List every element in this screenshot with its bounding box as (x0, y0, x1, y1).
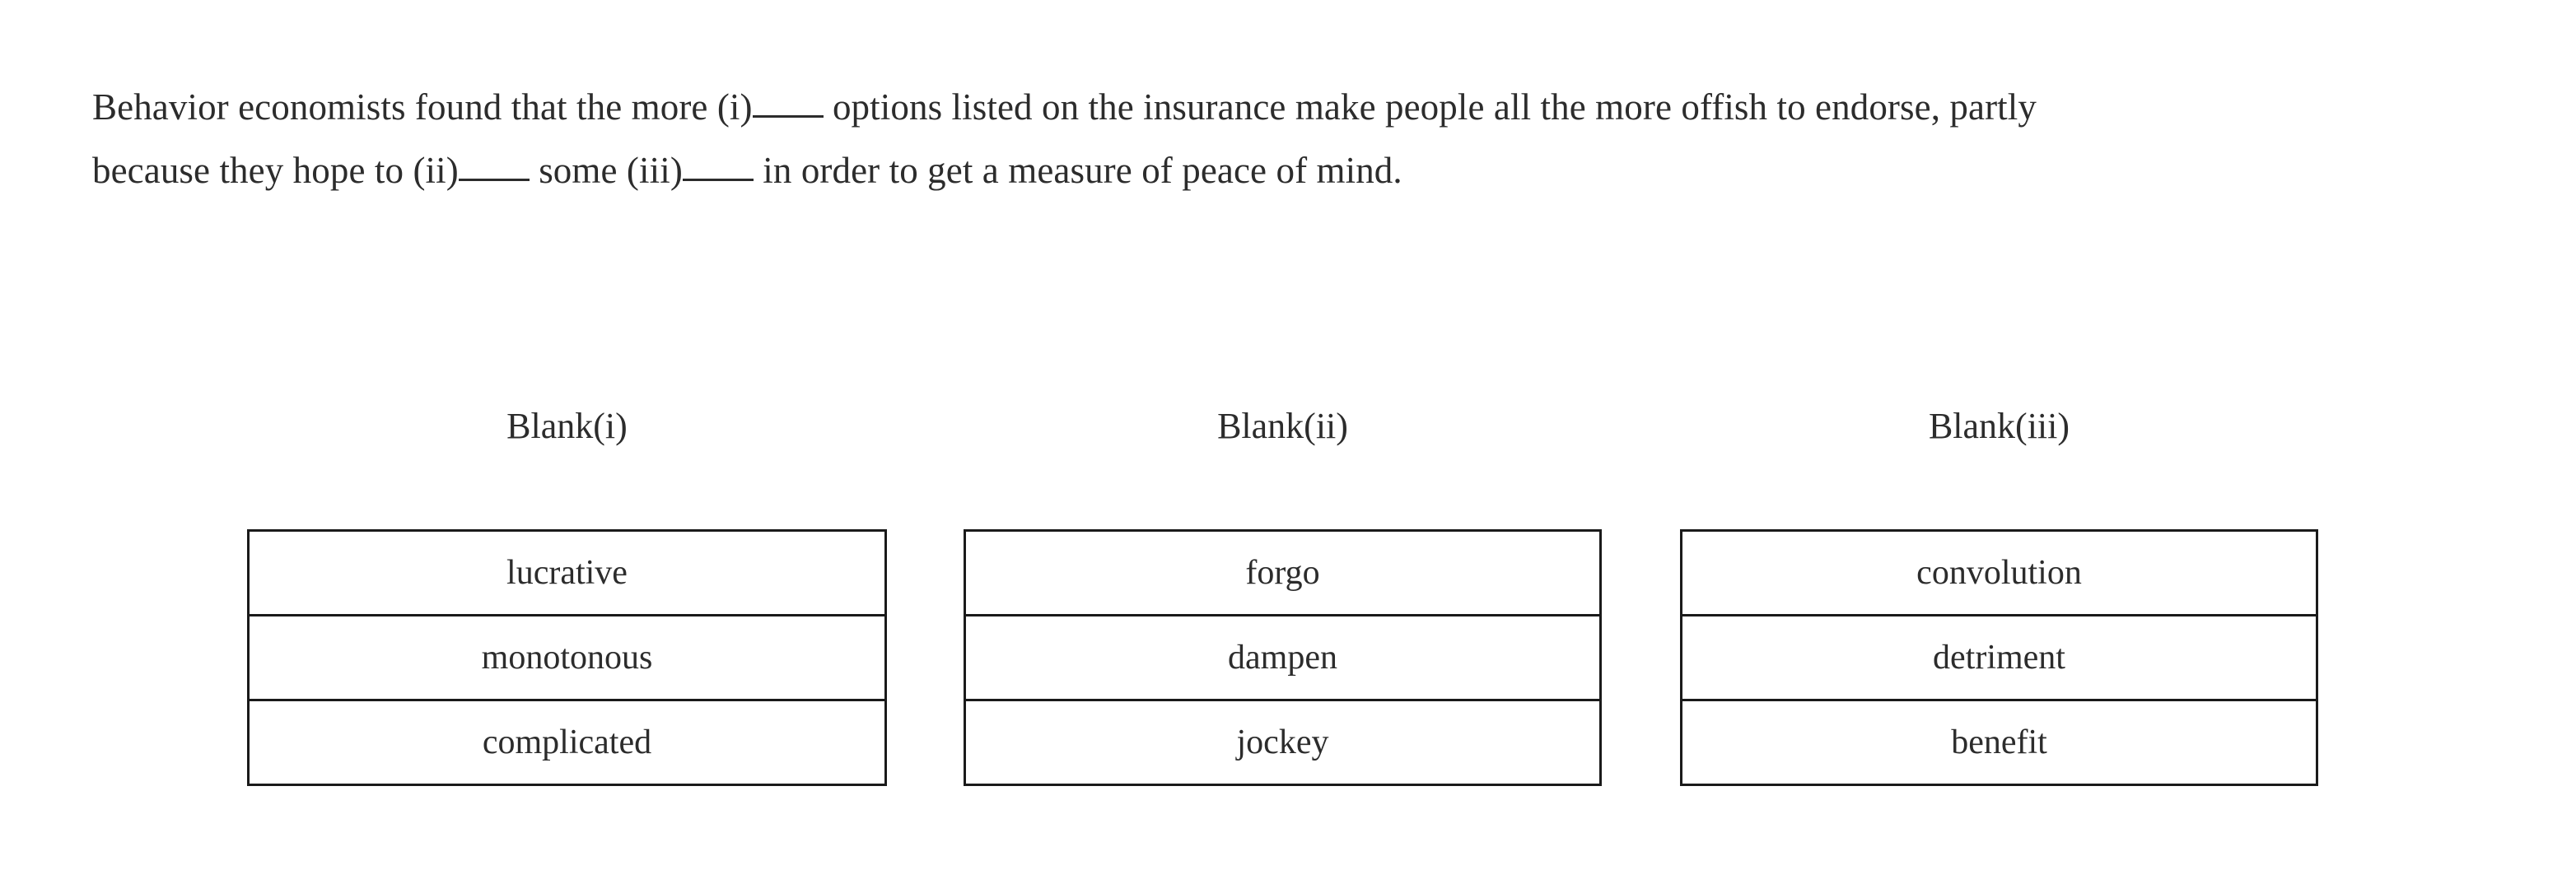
table-row[interactable]: lucrative (249, 531, 886, 616)
choice-option-iii-3[interactable]: benefit (1681, 699, 2317, 785)
table-row[interactable]: jockey (964, 699, 1601, 785)
column-header-blank-ii: Blank(ii) (1217, 406, 1348, 446)
table-row[interactable]: dampen (964, 614, 1601, 700)
blank-ii-underscore (458, 179, 530, 181)
answer-column-blank-ii: Blank(ii) forgo dampen jockey (964, 403, 1602, 786)
question-line-2-text-between-blanks: some (iii) (529, 150, 683, 191)
question-line-2: because they hope to (ii) some (iii) in … (92, 139, 2448, 202)
table-row[interactable]: benefit (1681, 699, 2317, 785)
table-row[interactable]: detriment (1681, 614, 2317, 700)
question-line-2-text-after-blank-iii: in order to get a measure of peace of mi… (753, 150, 1402, 191)
choice-option-i-3[interactable]: complicated (248, 699, 886, 785)
question-line-1-text-after-blank: options listed on the insurance make peo… (823, 86, 2037, 128)
question-line-1: Behavior economists found that the more … (92, 76, 2448, 139)
choice-table-blank-iii: convolution detriment benefit (1680, 529, 2318, 786)
choice-option-iii-1[interactable]: convolution (1916, 554, 2082, 592)
answer-choice-columns: Blank(i) lucrative monotonous complicate… (0, 403, 2576, 798)
answer-column-blank-iii: Blank(iii) convolution detriment benefit (1680, 403, 2318, 786)
table-row[interactable]: forgo (965, 531, 1601, 616)
answer-column-blank-i: Blank(i) lucrative monotonous complicate… (247, 403, 887, 786)
column-header-blank-iii: Blank(iii) (1928, 406, 2070, 446)
table-row[interactable]: complicated (248, 699, 886, 785)
table-row[interactable]: convolution (1682, 531, 2317, 616)
choice-option-iii-2[interactable]: detriment (1681, 614, 2317, 700)
choice-table-blank-ii: forgo dampen jockey (964, 529, 1602, 786)
table-row[interactable]: monotonous (248, 614, 886, 700)
blank-i-underscore (752, 115, 824, 118)
choice-option-i-1[interactable]: lucrative (506, 554, 628, 592)
choice-option-i-2[interactable]: monotonous (248, 614, 886, 700)
choice-option-ii-1[interactable]: forgo (1245, 554, 1320, 592)
choice-option-ii-3[interactable]: jockey (964, 699, 1601, 785)
choice-table-blank-i: lucrative monotonous complicated (247, 529, 887, 786)
column-header-blank-i: Blank(i) (506, 406, 628, 446)
blank-iii-underscore (682, 179, 754, 181)
choice-option-ii-2[interactable]: dampen (964, 614, 1601, 700)
question-prompt: Behavior economists found that the more … (92, 76, 2448, 202)
question-line-1-text-before-blank: Behavior economists found that the more … (92, 86, 753, 128)
question-line-2-text-before-blank-ii: because they hope to (ii) (92, 150, 459, 191)
